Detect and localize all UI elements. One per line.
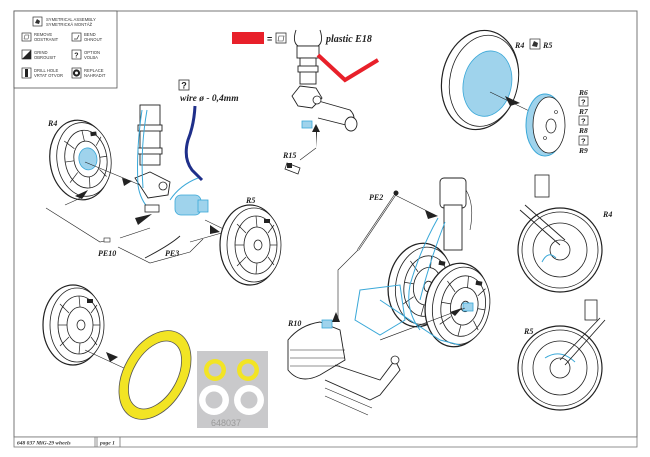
svg-text:R9: R9 bbox=[578, 146, 588, 155]
decal-ring-white-1 bbox=[199, 385, 229, 415]
wheel-r5-left bbox=[219, 204, 282, 286]
legend-item-bend: BEND OHNOUT bbox=[71, 32, 103, 42]
yellow-ring-decal bbox=[118, 330, 192, 420]
wire-note: ? wire ø - 0,4mm bbox=[178, 79, 239, 182]
option-icon bbox=[578, 96, 589, 107]
left-arrows bbox=[64, 161, 241, 238]
wire-part bbox=[184, 105, 204, 182]
svg-text:GRIND: GRIND bbox=[34, 50, 48, 55]
legend-item-symmetrical: SYMETRICAL ASSEMBLY SYMETRICKÁ MONTÁŽ bbox=[32, 16, 96, 27]
svg-text:wire ø - 0,4mm: wire ø - 0,4mm bbox=[180, 94, 239, 104]
svg-text:VRTAT OTVOR: VRTAT OTVOR bbox=[34, 73, 63, 78]
svg-text:DRILL HOLE: DRILL HOLE bbox=[34, 68, 58, 73]
part-r15 bbox=[284, 162, 301, 175]
strut-assembly-top bbox=[291, 29, 380, 161]
part-r10-fork bbox=[287, 312, 401, 416]
red-part-swatch bbox=[232, 32, 264, 44]
label-pe3: PE3 bbox=[165, 249, 179, 258]
svg-text:OPTION: OPTION bbox=[84, 50, 100, 55]
svg-text:VOLBA: VOLBA bbox=[84, 55, 98, 60]
svg-text:plastic E18: plastic E18 bbox=[325, 34, 372, 45]
label-r4-right: R4 bbox=[602, 210, 612, 219]
option-icon bbox=[578, 135, 589, 146]
wheel-bottom-left bbox=[42, 284, 105, 366]
svg-text:BEND: BEND bbox=[84, 32, 96, 37]
label-r4-left: R4 bbox=[47, 119, 57, 128]
decal-ring-yellow-2 bbox=[237, 359, 259, 381]
legend-box: SYMETRICAL ASSEMBLY SYMETRICKÁ MONTÁŽ RE… bbox=[13, 10, 118, 89]
decal-code: 648037 bbox=[211, 418, 241, 428]
remove-icon bbox=[275, 32, 287, 44]
svg-text:R6: R6 bbox=[578, 88, 588, 97]
decal-ring-yellow-1 bbox=[204, 359, 226, 381]
svg-text:R7: R7 bbox=[578, 107, 588, 116]
svg-text:ODSTRANIT: ODSTRANIT bbox=[34, 37, 59, 42]
wheel-top-right bbox=[440, 29, 520, 131]
svg-text:?: ? bbox=[74, 53, 78, 60]
label-r5-right: R5 bbox=[523, 327, 533, 336]
svg-text:OHNOUT: OHNOUT bbox=[84, 37, 103, 42]
legend-item-option: ? OPTION VOLBA bbox=[71, 49, 100, 60]
footer: 648 037 MiG-29 wheels page 1 bbox=[13, 436, 638, 448]
svg-text:SYMETRICAL ASSEMBLY: SYMETRICAL ASSEMBLY bbox=[46, 17, 96, 22]
legend-item-drill: DRILL HOLE VRTAT OTVOR bbox=[21, 67, 63, 79]
centre-assembly bbox=[354, 177, 497, 353]
svg-text:?: ? bbox=[581, 98, 586, 107]
label-r10: R10 bbox=[287, 319, 301, 328]
legend-item-grind: GRIND OBROUSIT bbox=[21, 49, 56, 60]
svg-text:OBROUSIT: OBROUSIT bbox=[34, 55, 56, 60]
svg-text:REMOVE: REMOVE bbox=[34, 32, 52, 37]
legend-item-replace: REPLACE NAHRADIT bbox=[71, 67, 106, 79]
remove-icon bbox=[21, 32, 32, 42]
left-strut bbox=[134, 104, 209, 216]
option-icon bbox=[71, 49, 82, 60]
footer-title: 648 037 MiG-29 wheels bbox=[17, 441, 71, 447]
label-pe10: PE10 bbox=[98, 249, 116, 258]
svg-text:R8: R8 bbox=[578, 126, 588, 135]
wheel-r4-left bbox=[44, 115, 117, 205]
option-icon bbox=[178, 79, 190, 91]
wheel-r5-right bbox=[517, 299, 606, 411]
legend-item-remove: REMOVE ODSTRANIT bbox=[21, 32, 59, 42]
svg-text:SYMETRICKÁ MONTÁŽ: SYMETRICKÁ MONTÁŽ bbox=[46, 22, 93, 27]
decal-ring-white-2 bbox=[234, 385, 264, 415]
svg-text:?: ? bbox=[581, 117, 586, 126]
option-list-r6-r9: R6 ? R7 ? R8 ? R9 bbox=[578, 88, 589, 155]
part-pe10 bbox=[103, 237, 111, 243]
bend-icon bbox=[71, 32, 82, 42]
hub-cover bbox=[525, 93, 566, 157]
svg-text:=: = bbox=[267, 34, 272, 44]
option-icon bbox=[578, 115, 589, 126]
label-r4-top: R4 bbox=[514, 41, 524, 50]
label-r5-top: R5 bbox=[542, 41, 552, 50]
svg-text:?: ? bbox=[581, 137, 586, 146]
label-r5-left: R5 bbox=[245, 196, 255, 205]
svg-text:NAHRADIT: NAHRADIT bbox=[84, 73, 106, 78]
wheel-r4-right bbox=[517, 174, 603, 293]
svg-text:REPLACE: REPLACE bbox=[84, 68, 104, 73]
plastic-note: = plastic E18 bbox=[232, 32, 372, 45]
part-pe3 bbox=[144, 235, 181, 259]
svg-text:?: ? bbox=[181, 81, 187, 91]
decal-sheet: 648037 bbox=[197, 351, 268, 428]
label-pe2: PE2 bbox=[369, 193, 383, 202]
label-r15: R15 bbox=[282, 151, 296, 160]
pe-leaders bbox=[45, 207, 227, 264]
part-pe2 bbox=[337, 190, 399, 318]
footer-page: page 1 bbox=[99, 441, 115, 447]
